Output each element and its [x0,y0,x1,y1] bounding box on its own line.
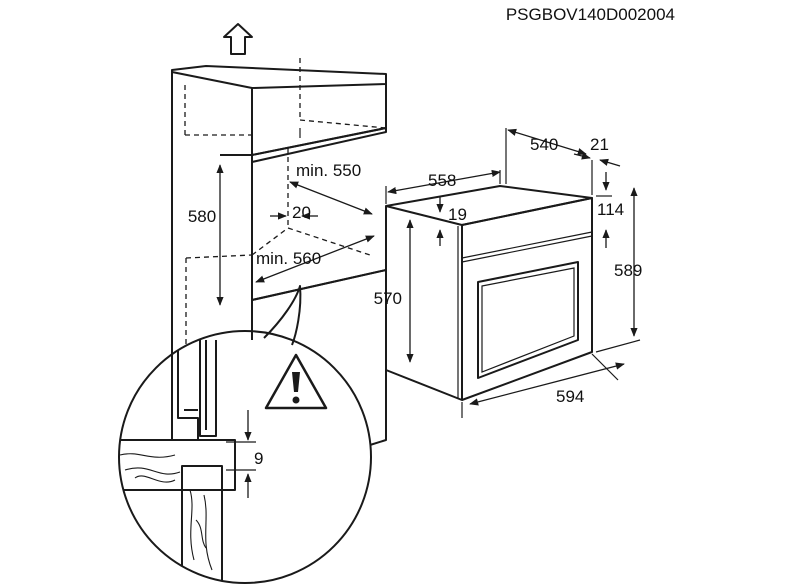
dim-cabinet-height: 580 [188,207,216,226]
oven-body [385,185,593,401]
dim-oven-body-depth: 540 [530,135,558,154]
dim-cabinet-width-min: min. 560 [256,249,321,268]
dim-detail-gap: 9 [254,449,263,468]
dim-panel-top: 114 [597,200,624,219]
dim-front-width: 594 [556,387,584,406]
dim-top-offset: 19 [448,205,467,224]
dim-oven-depth: 558 [428,171,456,190]
dim-cabinet-depth-min: min. 550 [296,161,361,180]
oven-dimensions: 558 540 21 19 114 570 589 594 [374,128,642,418]
dim-front-depth: 21 [590,135,609,154]
up-arrow-icon [223,23,253,55]
dim-rear-gap: 20 [292,203,311,222]
dim-oven-height: 570 [374,289,402,308]
dim-front-height: 589 [614,261,642,280]
detail-magnifier: 9 [118,285,372,584]
warning-triangle-icon [264,353,328,410]
cabinet-dimensions: 580 min. 550 20 min. 560 [188,161,375,306]
document-code: PSGBOV140D002004 [506,5,675,24]
